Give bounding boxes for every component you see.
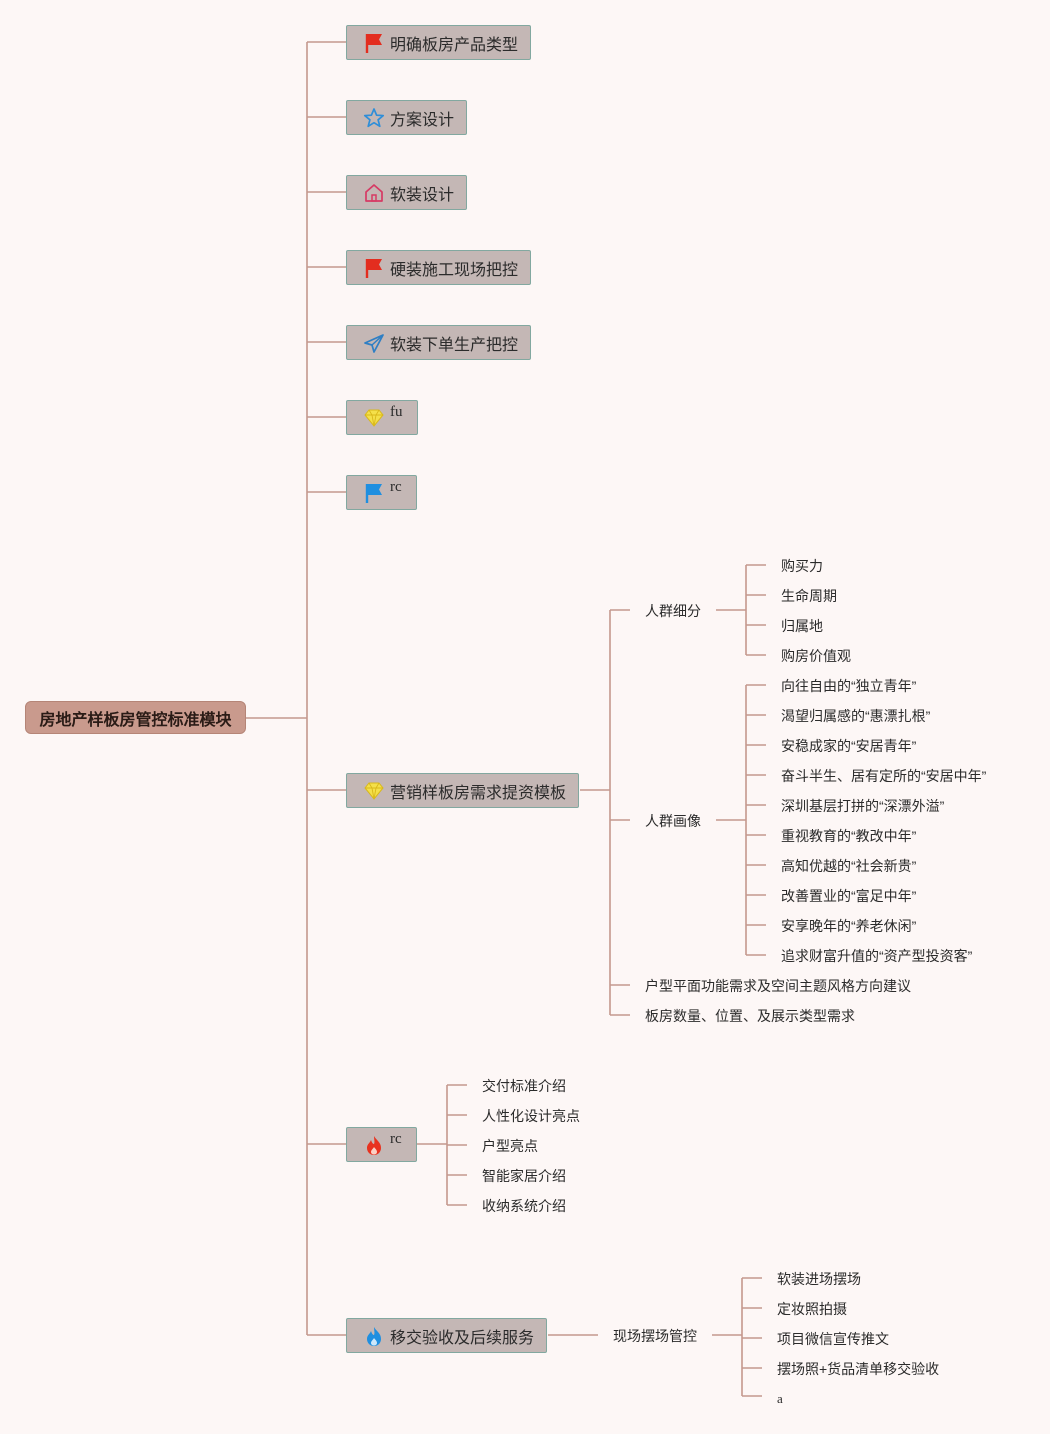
subtopic-quantity[interactable]: 板房数量、位置、及展示类型需求	[645, 1008, 855, 1024]
topic-soft-design[interactable]: 软装设计	[346, 175, 468, 210]
topic-rc-flag[interactable]: rc	[346, 475, 417, 510]
diamond-icon	[363, 407, 385, 429]
leaf-portrait[interactable]: 追求财富升值的“资产型投资客”	[781, 948, 973, 964]
leaf-rc-item[interactable]: 交付标准介绍	[482, 1078, 566, 1094]
leaf-staging-item[interactable]: a	[777, 1391, 783, 1406]
subtopic-crowd-portraits[interactable]: 人群画像	[645, 813, 701, 829]
leaf-segment[interactable]: 生命周期	[781, 588, 837, 604]
leaf-portrait[interactable]: 安享晚年的“养老休闲”	[781, 918, 917, 934]
blue-flag-icon	[363, 482, 385, 504]
leaf-rc-item[interactable]: 户型亮点	[482, 1138, 538, 1154]
leaf-rc-item[interactable]: 收纳系统介绍	[482, 1198, 566, 1214]
leaf-staging-item[interactable]: 摆场照+货品清单移交验收	[777, 1361, 940, 1377]
diamond-icon	[363, 780, 385, 802]
topic-label: fu	[390, 404, 403, 420]
topic-label: rc	[390, 1131, 402, 1147]
star-outline-icon	[363, 107, 385, 129]
subtopic-crowd-segments[interactable]: 人群细分	[645, 603, 701, 619]
topic-label: 软装下单生产把控	[390, 336, 519, 354]
topic-handover[interactable]: 移交验收及后续服务	[346, 1318, 548, 1353]
leaf-staging-item[interactable]: 定妆照拍摄	[777, 1301, 847, 1317]
subtopic-floorplan[interactable]: 户型平面功能需求及空间主题风格方向建议	[645, 978, 911, 994]
topic-fu[interactable]: fu	[346, 400, 418, 435]
topic-rc-fire[interactable]: rc	[346, 1127, 417, 1162]
leaf-portrait[interactable]: 向往自由的“独立青年”	[781, 678, 917, 694]
red-flag-icon	[363, 32, 385, 54]
leaf-rc-item[interactable]: 智能家居介绍	[482, 1168, 566, 1184]
leaf-portrait[interactable]: 安稳成家的“安居青年”	[781, 738, 917, 754]
leaf-rc-item[interactable]: 人性化设计亮点	[482, 1108, 580, 1124]
topic-label: 营销样板房需求提资模板	[390, 784, 567, 802]
home-outline-icon	[363, 182, 385, 204]
topic-label: 硬装施工现场把控	[390, 261, 519, 279]
topic-label: 软装设计	[390, 186, 455, 204]
red-fire-icon	[363, 1134, 385, 1156]
paper-plane-icon	[363, 332, 385, 354]
topic-scheme-design[interactable]: 方案设计	[346, 100, 468, 135]
leaf-portrait[interactable]: 改善置业的“富足中年”	[781, 888, 917, 904]
leaf-portrait[interactable]: 奋斗半生、居有定所的“安居中年”	[781, 768, 987, 784]
topic-label: 方案设计	[390, 111, 455, 129]
leaf-portrait[interactable]: 高知优越的“社会新贵”	[781, 858, 917, 874]
leaf-segment[interactable]: 购买力	[781, 558, 823, 574]
leaf-staging-item[interactable]: 项目微信宣传推文	[777, 1331, 889, 1347]
leaf-portrait[interactable]: 深圳基层打拼的“深漂外溢”	[781, 798, 945, 814]
subtopic-site-staging[interactable]: 现场摆场管控	[613, 1328, 697, 1344]
topic-hard-construction[interactable]: 硬装施工现场把控	[346, 250, 532, 285]
red-flag-icon	[363, 257, 385, 279]
leaf-segment[interactable]: 购房价值观	[781, 648, 851, 664]
topic-label: rc	[390, 479, 402, 495]
root-topic-label: 房地产样板房管控标准模块	[39, 711, 232, 729]
leaf-segment[interactable]: 归属地	[781, 618, 823, 634]
leaf-staging-item[interactable]: 软装进场摆场	[777, 1271, 861, 1287]
topic-marketing-template[interactable]: 营销样板房需求提资模板	[346, 773, 580, 808]
root-topic[interactable]: 房地产样板房管控标准模块	[25, 701, 246, 734]
leaf-portrait[interactable]: 重视教育的“教改中年”	[781, 828, 917, 844]
topic-soft-order[interactable]: 软装下单生产把控	[346, 325, 532, 360]
leaf-portrait[interactable]: 渴望归属感的“惠漂扎根”	[781, 708, 931, 724]
topic-label: 明确板房产品类型	[390, 36, 519, 54]
topic-product-type[interactable]: 明确板房产品类型	[346, 25, 532, 60]
blue-fire-icon	[363, 1325, 385, 1347]
topic-label: 移交验收及后续服务	[390, 1329, 535, 1347]
